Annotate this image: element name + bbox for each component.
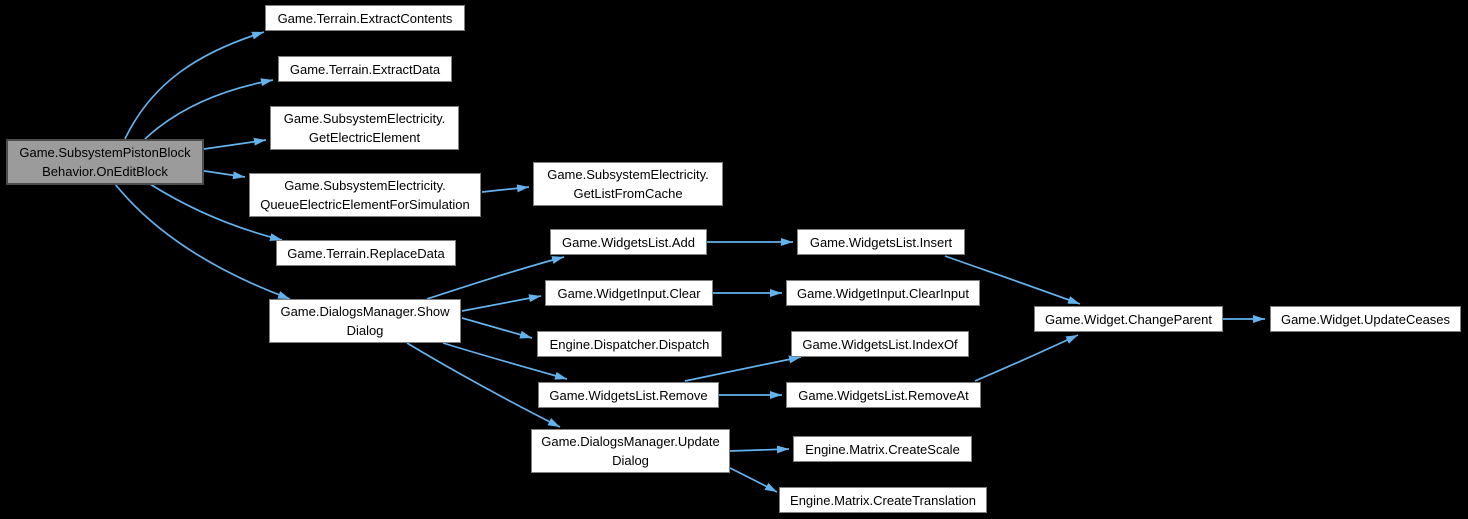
edge-show-dialog-to-widgets-list-remove [442, 342, 568, 380]
node-widgets-list-add[interactable]: Game.WidgetsList.Add [550, 229, 707, 255]
node-terrain-replace-data[interactable]: Game.Terrain.ReplaceData [276, 240, 456, 266]
node-label: Game.WidgetsList.RemoveAt [798, 387, 969, 403]
node-label: Game.SubsystemElectricity. QueueElectric… [260, 178, 470, 212]
node-dialogs-manager-update-dialog[interactable]: Game.DialogsManager.Update Dialog [531, 429, 730, 473]
edge-update-dialog-to-create-scale [729, 445, 790, 454]
node-label: Game.WidgetInput.Clear [557, 285, 701, 301]
node-subsystem-electricity-get-list-from-cache[interactable]: Game.SubsystemElectricity. GetListFromCa… [533, 162, 723, 206]
node-label: Game.SubsystemElectricity. GetElectricEl… [283, 111, 446, 145]
node-widgets-list-insert[interactable]: Game.WidgetsList.Insert [797, 229, 965, 255]
edge-update-dialog-to-create-translation [729, 467, 778, 493]
edge-root-to-replace-data [149, 183, 283, 241]
node-subsystem-electricity-get-electric-element[interactable]: Game.SubsystemElectricity. GetElectricEl… [270, 106, 459, 150]
edge-root-to-show-dialog [114, 183, 291, 300]
node-subsystem-piston-block-behavior-on-edit-block[interactable]: Game.SubsystemPistonBlock Behavior.OnEdi… [6, 139, 204, 185]
node-label: Game.Terrain.ExtractContents [277, 10, 453, 26]
edge-root-to-get-electric-element [203, 137, 267, 150]
edge-insert-to-change-parent [944, 255, 1081, 305]
node-label: Game.SubsystemElectricity. GetListFromCa… [547, 167, 709, 201]
node-label: Game.Terrain.ReplaceData [287, 245, 445, 261]
node-label: Game.Terrain.ExtractData [289, 61, 441, 77]
edge-show-dialog-to-update-dialog [406, 342, 561, 428]
node-label: Game.WidgetsList.Remove [549, 387, 708, 403]
node-label: Game.DialogsManager.Show Dialog [280, 304, 450, 338]
node-dispatcher-dispatch[interactable]: Engine.Dispatcher.Dispatch [537, 331, 722, 357]
node-matrix-create-translation[interactable]: Engine.Matrix.CreateTranslation [779, 487, 987, 513]
node-label: Game.WidgetsList.Insert [809, 234, 953, 250]
node-label: Engine.Matrix.CreateTranslation [790, 492, 976, 508]
edge-show-dialog-to-dispatcher-dispatch [461, 317, 533, 339]
edge-remove-at-to-change-parent [974, 334, 1079, 382]
node-label: Game.Widget.UpdateCeases [1280, 311, 1451, 327]
node-terrain-extract-data[interactable]: Game.Terrain.ExtractData [278, 56, 452, 82]
node-widgets-list-remove-at[interactable]: Game.WidgetsList.RemoveAt [786, 382, 981, 408]
node-widgets-list-index-of[interactable]: Game.WidgetsList.IndexOf [791, 331, 969, 357]
node-terrain-extract-contents[interactable]: Game.Terrain.ExtractContents [265, 5, 465, 31]
node-label: Game.WidgetInput.ClearInput [797, 285, 969, 301]
node-widget-change-parent[interactable]: Game.Widget.ChangeParent [1034, 306, 1223, 332]
node-dialogs-manager-show-dialog[interactable]: Game.DialogsManager.Show Dialog [269, 299, 461, 343]
edge-root-to-extract-contents [124, 31, 265, 140]
edge-root-to-queue-electric-element [203, 170, 246, 180]
edge-show-dialog-to-widget-input-clear [461, 294, 542, 312]
node-label: Game.DialogsManager.Update Dialog [541, 434, 720, 468]
node-label: Engine.Dispatcher.Dispatch [549, 336, 710, 352]
node-widget-update-ceases[interactable]: Game.Widget.UpdateCeases [1270, 306, 1461, 332]
node-label: Game.Widget.ChangeParent [1045, 311, 1212, 327]
node-label: Game.WidgetsList.Add [562, 234, 695, 250]
edge-root-to-extract-data [144, 78, 274, 140]
node-label: Engine.Matrix.CreateScale [805, 441, 960, 457]
edge-show-dialog-to-widgets-list-add [426, 256, 565, 300]
edge-remove-to-index-of [684, 355, 802, 382]
node-label: Game.WidgetsList.IndexOf [802, 336, 958, 352]
node-widget-input-clear[interactable]: Game.WidgetInput.Clear [545, 280, 713, 306]
node-widget-input-clear-input[interactable]: Game.WidgetInput.ClearInput [786, 280, 980, 306]
node-label: Game.SubsystemPistonBlock Behavior.OnEdi… [19, 145, 191, 179]
edge-queue-to-get-list-from-cache [481, 184, 530, 193]
node-widgets-list-remove[interactable]: Game.WidgetsList.Remove [538, 382, 719, 408]
node-matrix-create-scale[interactable]: Engine.Matrix.CreateScale [793, 436, 972, 462]
node-subsystem-electricity-queue-electric-element-for-simulation[interactable]: Game.SubsystemElectricity. QueueElectric… [249, 173, 481, 217]
